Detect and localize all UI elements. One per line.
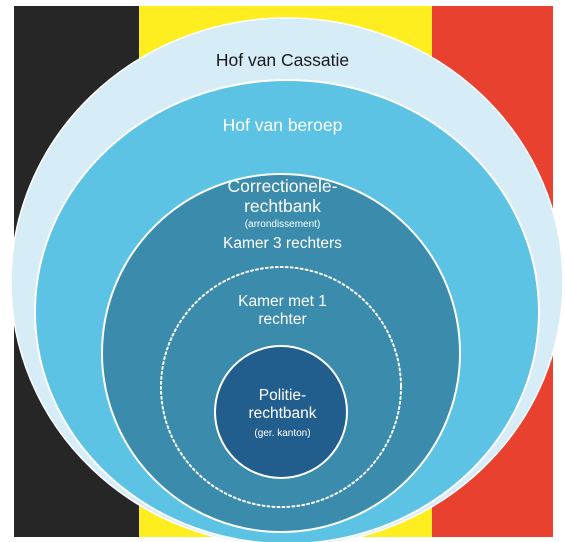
correctionele-subtitle: (arrondissement) — [244, 219, 321, 230]
correctionele-title-line1: Correctionele- — [227, 176, 338, 196]
correctionele-chamber: Kamer 3 rechters — [223, 235, 342, 252]
circle-politierechtbank — [214, 345, 348, 479]
correctionele-title-line2: rechtbank — [244, 196, 321, 216]
kamer1-line2: rechter — [258, 311, 307, 328]
kamer1-line1: Kamer met 1 — [238, 293, 327, 310]
politie-line2: rechtbank — [248, 405, 317, 422]
politie-subtitle: (ger. kanton) — [254, 428, 311, 439]
cassatie-label: Hof van Cassatie — [215, 50, 350, 70]
beroep-label: Hof van beroep — [222, 115, 343, 135]
politie-line1: Politie- — [258, 387, 307, 404]
